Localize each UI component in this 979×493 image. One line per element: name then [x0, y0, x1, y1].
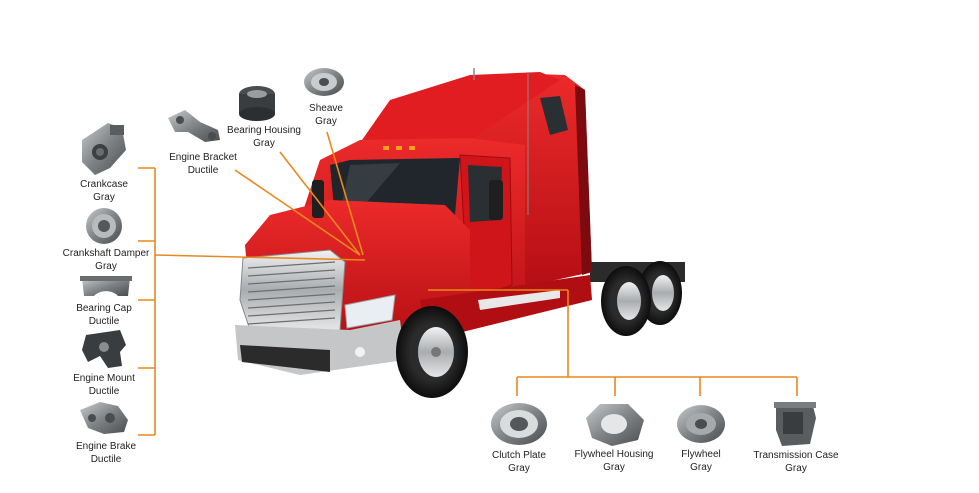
truck-illustration [235, 68, 685, 398]
part-material: Ductile [187, 165, 219, 176]
clutch-plate-icon [491, 403, 547, 445]
part-material: Gray [95, 261, 117, 272]
bearing-housing-icon [239, 86, 275, 121]
part-name: Engine Brake [75, 441, 137, 452]
transmission-case-label: Transmission Case Gray [753, 449, 838, 475]
truck-front-wheel [396, 306, 468, 398]
part-name: Engine Bracket [169, 152, 237, 163]
part-material: Gray [315, 116, 337, 127]
crankcase-icon [82, 123, 126, 175]
part-material: Ductile [88, 316, 120, 327]
engine-bracket-icon [168, 110, 220, 142]
bearing-cap-icon [80, 276, 132, 296]
part-material: Ductile [90, 454, 122, 465]
engine-mount-label: Engine Mount Ductile [73, 372, 135, 398]
part-name: Crankshaft Damper [62, 248, 150, 259]
part-material: Gray [603, 462, 625, 473]
part-material: Gray [93, 192, 115, 203]
part-name: Clutch Plate [492, 450, 546, 461]
sheave-icon [304, 68, 344, 96]
bearing-cap-label: Bearing Cap Ductile [76, 302, 132, 328]
connector-sheave [326, 131, 364, 256]
part-material: Ductile [88, 386, 120, 397]
part-name: Transmission Case [753, 450, 839, 461]
part-name: Flywheel Housing [574, 449, 654, 460]
crankshaft-damper-icon [86, 208, 122, 244]
connector-left-to-engine [154, 254, 366, 261]
flywheel-housing-label: Flywheel Housing Gray [575, 448, 654, 474]
crankcase-label: Crankcase Gray [80, 178, 128, 204]
truck-rear-wheels [601, 261, 682, 336]
part-name: Bearing Cap [76, 303, 132, 314]
connector-bearing-housing [279, 151, 361, 256]
engine-brake-label: Engine Brake Ductile [76, 440, 136, 466]
part-name: Crankcase [80, 179, 128, 190]
sheave-label: Sheave Gray [309, 102, 343, 128]
part-name: Bearing Housing [227, 125, 301, 136]
bearing-housing-label: Bearing Housing Gray [227, 124, 301, 150]
connector-lines [138, 131, 798, 436]
engine-bracket-label: Engine Bracket Ductile [169, 151, 237, 177]
part-name: Engine Mount [73, 373, 135, 384]
part-material: Gray [690, 462, 712, 473]
flywheel-housing-icon [586, 404, 644, 446]
flywheel-label: Flywheel Gray [681, 448, 720, 474]
flywheel-icon [677, 405, 725, 443]
connector-engine-bracket [234, 169, 361, 256]
part-name: Flywheel [681, 449, 721, 460]
engine-mount-icon [82, 330, 126, 368]
crankshaft-damper-label: Crankshaft Damper Gray [63, 247, 150, 273]
part-material: Gray [508, 463, 530, 474]
part-name: Sheave [309, 103, 343, 114]
clutch-plate-label: Clutch Plate Gray [492, 449, 546, 475]
part-material: Gray [253, 138, 275, 149]
transmission-case-icon [774, 402, 816, 446]
part-material: Gray [785, 463, 807, 474]
engine-brake-icon [80, 402, 128, 434]
